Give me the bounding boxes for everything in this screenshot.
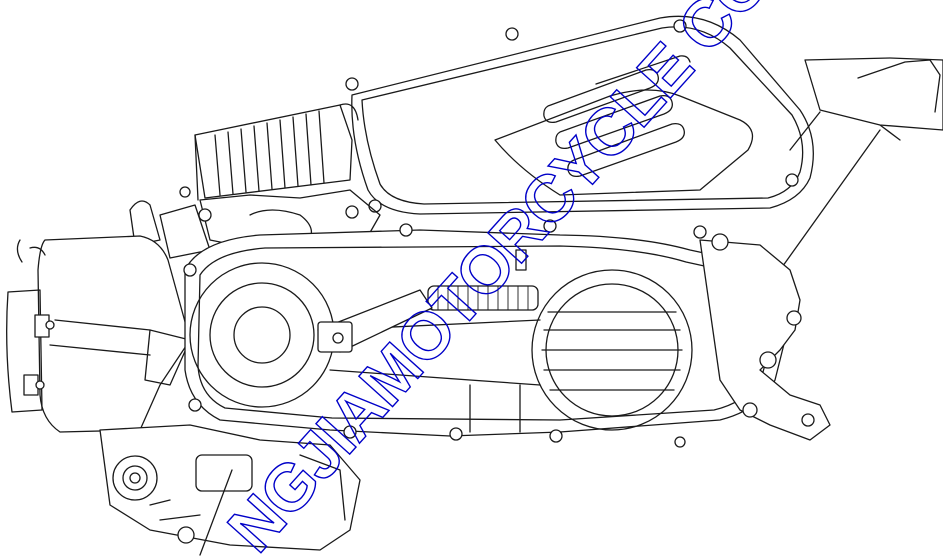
kick-starter-spring [427, 249, 539, 311]
crankcase-lower [99, 424, 361, 556]
fastener-bolts [183, 219, 707, 448]
kick-lever [317, 289, 433, 353]
cylinder-fins [194, 103, 359, 201]
air-intake-duct [779, 57, 943, 271]
generator-cover [6, 235, 191, 433]
rear-mount-bracket [699, 233, 831, 441]
air-filter-housing [345, 15, 814, 215]
